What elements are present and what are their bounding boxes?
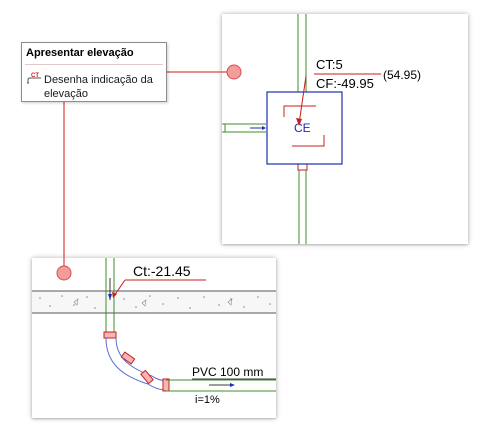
pipe-label: PVC 100 mm [192, 365, 263, 379]
section-view-panel: PVC 100 mm i=1% Ct:-21.45 [32, 258, 276, 418]
bend-coupling-3 [162, 378, 170, 392]
bend-coupling-2 [140, 369, 154, 385]
section-annotation-leader [113, 279, 126, 297]
paren-value: (54.95) [383, 68, 421, 82]
cf-label: CF:-49.95 [316, 76, 374, 91]
pipe-lower-fitting [297, 163, 308, 171]
section-ct-label: Ct:-21.45 [133, 263, 191, 279]
soil-layer [32, 291, 276, 313]
pipe-coupling [103, 331, 117, 339]
elevation-tooltip: Apresentar elevação CT Desenha indicação… [21, 42, 167, 102]
menu-item-draw-elevation[interactable]: Desenha indicação da elevação [44, 74, 153, 100]
plan-view-panel: CE CT:5 CF:-49.95 (54.95) [222, 14, 468, 244]
pipe-bend-outer [105, 337, 149, 385]
tooltip-divider [25, 64, 163, 65]
svg-text:CT: CT [31, 73, 39, 79]
box-label: CE [294, 121, 311, 135]
ct-label: CT:5 [316, 57, 343, 72]
plan-view-drawing: CE CT:5 CF:-49.95 (54.95) [222, 14, 421, 244]
section-view-drawing: PVC 100 mm i=1% Ct:-21.45 [32, 258, 276, 406]
slope-label: i=1% [195, 394, 220, 406]
bend-coupling-1 [120, 351, 136, 365]
annotation-leader [298, 75, 307, 125]
tooltip-title: Apresentar elevação [26, 47, 134, 59]
inspection-box [266, 91, 343, 165]
elevation-ct-icon: CT [27, 73, 41, 84]
